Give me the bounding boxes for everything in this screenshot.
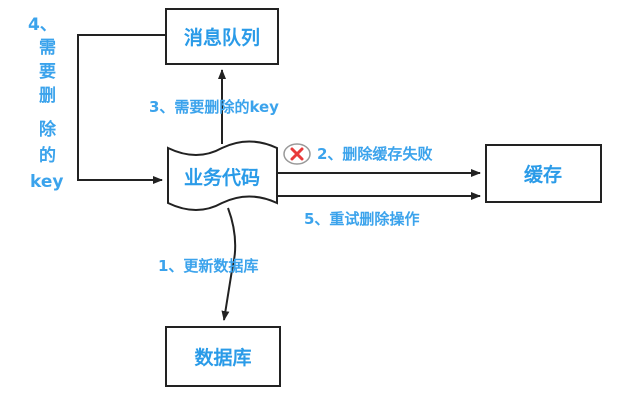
edge-step3-label: 3、需要删除的key [149,98,279,116]
edge-step4-label: 4、 需 要 删 除 的 key [28,15,63,192]
edge-step4-line: 4、 [28,15,57,35]
node-business-label: 业务代码 [184,166,260,189]
edge-step4-line: 的 [39,145,56,166]
edge-step4-arrow [77,34,166,184]
edge-step4-line: key [30,172,63,192]
edge-step4-line: 要 [39,62,56,82]
edge-step1-label: 1、更新数据库 [158,257,258,275]
edge-step4-line: 除 [39,119,57,140]
node-queue-label: 消息队列 [184,26,260,49]
node-database: 数据库 [165,326,281,387]
node-business: 业务代码 [167,140,278,211]
node-database-label: 数据库 [194,346,251,369]
x-circle-icon [283,143,311,165]
node-cache: 缓存 [485,144,602,203]
edge-step2-label: 2、删除缓存失败 [317,145,432,163]
edge-step4-line: 删 [39,86,56,106]
edge-step1-arrow [221,207,237,321]
node-queue: 消息队列 [165,8,279,65]
node-cache-label: 缓存 [524,163,562,186]
edge-step5-label: 5、重试删除操作 [304,210,419,228]
edge-step4-line: 需 [39,38,56,58]
